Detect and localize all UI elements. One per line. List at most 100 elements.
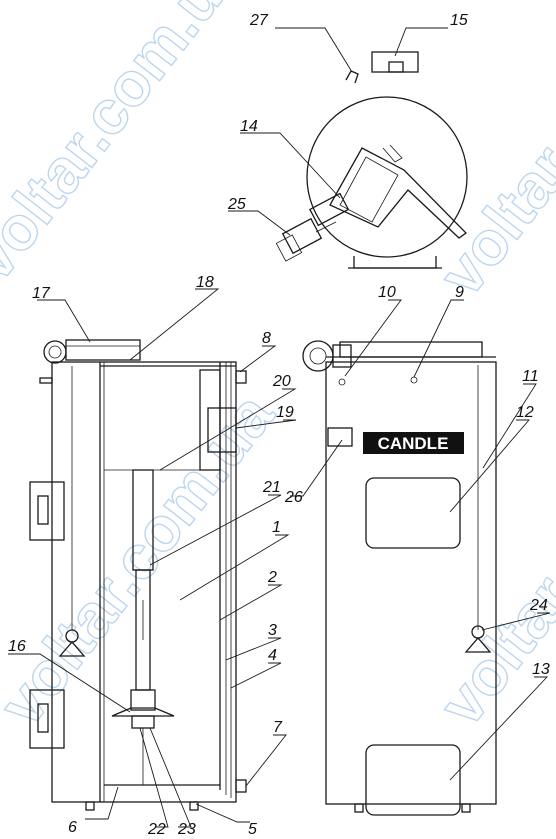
callout-19: 19 — [276, 404, 294, 421]
front-leg-right — [461, 803, 471, 813]
front-weight — [464, 637, 492, 653]
leader-4 — [230, 662, 282, 689]
leader-24 — [481, 612, 551, 631]
callout-21: 21 — [262, 479, 281, 496]
leader-26 — [290, 439, 343, 497]
front-sensor-9 — [410, 376, 418, 384]
section-leg-left — [85, 801, 95, 811]
leader-14 — [240, 132, 341, 199]
callout-17: 17 — [32, 285, 51, 302]
section-leg-right — [189, 801, 199, 811]
callout-26: 26 — [284, 489, 303, 506]
front-display-26 — [327, 427, 353, 447]
candle-badge-bg — [363, 432, 464, 454]
section-burner-base — [131, 715, 155, 729]
top-view-motor-end — [275, 234, 303, 262]
section-outer-body — [51, 361, 237, 803]
leader-12 — [449, 419, 530, 513]
watermark-group: voltar.com.ua voltar.com.ua voltar.com.u… — [0, 0, 556, 739]
leader-15 — [394, 27, 448, 57]
top-view-base — [353, 256, 437, 269]
callout-20: 20 — [272, 373, 291, 390]
section-nozzle-bottom — [235, 779, 247, 793]
callout-5: 5 — [248, 821, 257, 838]
section-fan-hub — [48, 345, 62, 359]
top-view — [275, 51, 468, 269]
callout-6: 6 — [68, 819, 77, 836]
callout-25: 25 — [227, 196, 246, 213]
leader-13 — [449, 676, 549, 781]
section-lower-door — [29, 689, 65, 749]
watermark-middle: voltar.com.ua — [0, 381, 287, 739]
leader-8 — [239, 345, 277, 373]
callout-4: 4 — [268, 647, 277, 664]
top-view-hopper-tab — [382, 144, 403, 163]
top-view-feeder — [309, 192, 350, 227]
front-fan-10 — [302, 340, 334, 372]
section-upper-door-hinge — [37, 495, 49, 525]
front-outer-body — [325, 361, 497, 805]
section-box-19 — [207, 407, 237, 453]
callout-8: 8 — [262, 330, 271, 347]
front-upper-window-12 — [365, 477, 461, 549]
leader-11 — [482, 383, 537, 469]
leader-3 — [225, 637, 282, 661]
leader-22 — [139, 727, 169, 828]
watermark-top: voltar.com.ua — [0, 0, 257, 294]
front-fan-mount — [332, 344, 352, 368]
callout-labels: 27 15 14 25 18 17 8 20 19 21 1 2 3 4 7 1… — [8, 12, 550, 838]
callout-27: 27 — [249, 12, 269, 29]
callout-3: 3 — [268, 622, 277, 639]
watermark-right-top: voltar.com.ua — [427, 0, 556, 309]
front-fan-hub — [309, 347, 327, 365]
leader-23 — [149, 727, 192, 828]
callout-2: 2 — [267, 569, 277, 586]
section-burner-tube-lower — [130, 689, 156, 711]
leader-17 — [37, 299, 91, 343]
leader-1 — [179, 534, 290, 601]
callout-13: 13 — [532, 661, 550, 678]
callout-23: 23 — [177, 821, 196, 838]
callout-9: 9 — [455, 284, 464, 301]
leader-5 — [195, 803, 250, 823]
top-view-hopper — [329, 147, 467, 239]
leader-lines — [8, 27, 551, 828]
leader-18 — [129, 288, 220, 361]
leader-9 — [413, 299, 464, 378]
front-controller — [339, 341, 483, 358]
callout-7: 7 — [273, 719, 283, 736]
callout-16: 16 — [8, 638, 26, 655]
section-nozzle-top — [235, 370, 247, 384]
leader-21 — [149, 494, 282, 566]
section-fan — [43, 340, 67, 364]
front-leg-left — [354, 803, 364, 813]
callout-14: 14 — [240, 118, 258, 135]
section-controller-17 — [65, 339, 141, 361]
section-upper-door — [29, 481, 65, 541]
leader-6 — [85, 786, 119, 820]
top-view-shell — [306, 96, 468, 258]
leader-27 — [275, 27, 353, 73]
section-weight — [58, 641, 86, 657]
leader-7 — [245, 734, 287, 787]
front-sensor-left — [338, 378, 346, 386]
callout-18: 18 — [196, 274, 214, 291]
callout-12: 12 — [516, 404, 534, 421]
section-burner-cone — [111, 707, 175, 717]
candle-badge: CANDLE — [378, 434, 449, 453]
callout-24: 24 — [529, 597, 548, 614]
callout-11: 11 — [522, 368, 539, 385]
section-handle — [39, 377, 53, 384]
front-view — [302, 340, 497, 816]
leader-19 — [235, 419, 297, 429]
top-view-hopper-inner — [339, 156, 399, 223]
top-view-flue-stub — [388, 61, 404, 73]
front-lower-window-13 — [365, 744, 461, 816]
callout-10: 10 — [378, 284, 396, 301]
callout-1: 1 — [272, 519, 281, 536]
callout-22: 22 — [147, 821, 166, 838]
top-view-shaft — [315, 221, 337, 233]
section-lower-door-hinge — [37, 703, 49, 733]
leader-10 — [344, 299, 402, 377]
